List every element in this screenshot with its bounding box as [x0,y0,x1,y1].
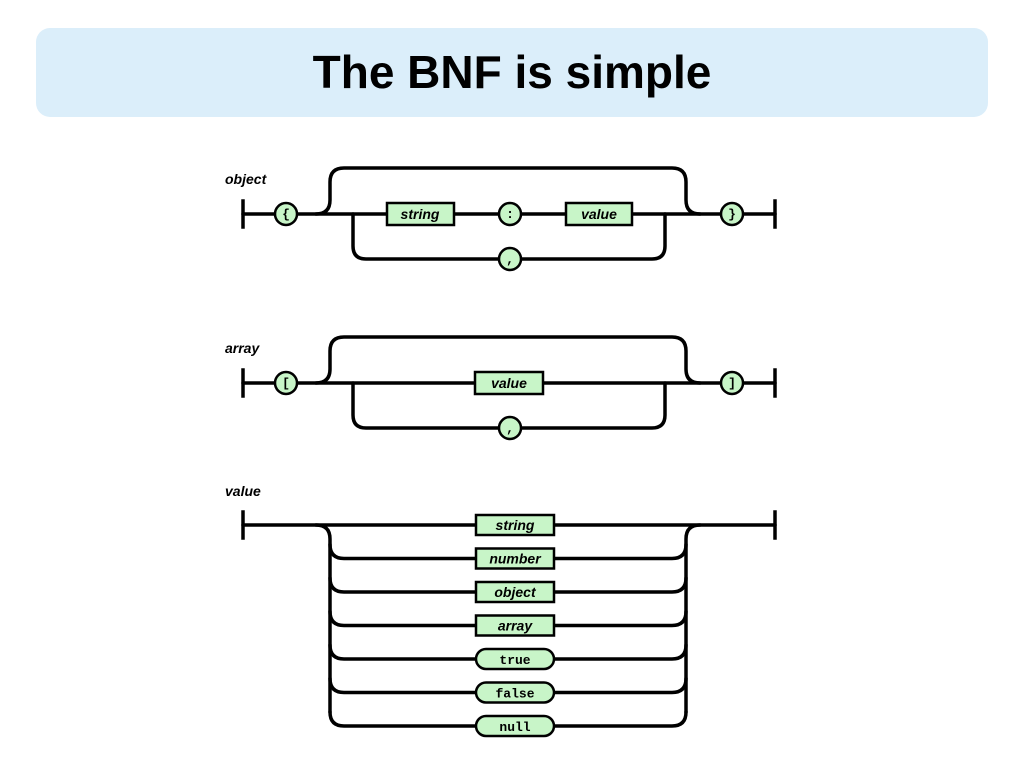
value-true-terminal [474,647,556,671]
array-empty-bypass [314,335,702,385]
value-left-rail [314,523,332,714]
array-close-bracket-label: ] [728,376,736,391]
object-comma-label: , [506,252,514,267]
array-rule-name: array [225,340,260,356]
object-colon-label: : [506,207,514,222]
value-null-label: null [499,720,530,735]
value-string-label: string [496,517,535,533]
value-string-nonterminal [474,513,556,537]
value-number-label: number [489,551,542,567]
object-rule-name: object [225,171,268,187]
object-close-brace-terminal [719,201,745,227]
array-value-nonterminal [473,370,545,396]
object-string-nonterminal [385,201,456,227]
value-rule-name: value [225,483,261,499]
value-array-label: array [498,618,533,634]
array-value-label: value [491,375,527,391]
array-open-bracket-terminal [273,370,299,396]
array-open-bracket-label: [ [282,376,290,391]
object-value-label: value [581,206,617,222]
object-comma-terminal [497,246,523,272]
slide-title: The BNF is simple [312,46,712,98]
value-object-nonterminal [474,580,556,604]
object-colon-terminal [497,201,523,227]
title-banner: The BNF is simple [36,28,988,117]
value-diagram: value string number object array true false nu… [225,483,777,738]
object-empty-bypass [314,166,702,216]
object-value-nonterminal [564,201,634,227]
value-null-terminal [474,714,556,738]
value-right-rail [684,523,702,714]
array-comma-terminal [497,415,523,441]
value-true-label: true [499,653,530,668]
value-alternatives: string number object array true false null [474,513,556,738]
object-diagram: object { string : value } , [225,166,777,272]
array-diagram: array [ value ] , [225,335,777,441]
value-object-label: object [494,584,537,600]
object-open-brace-label: { [282,207,290,222]
object-string-label: string [401,206,440,222]
value-number-nonterminal [474,547,556,570]
array-comma-label: , [506,421,514,436]
value-false-terminal [474,681,556,704]
value-false-label: false [495,687,534,702]
object-close-brace-label: } [728,207,736,222]
array-close-bracket-terminal [719,370,745,396]
object-open-brace-terminal [273,201,299,227]
value-array-nonterminal [474,614,556,637]
